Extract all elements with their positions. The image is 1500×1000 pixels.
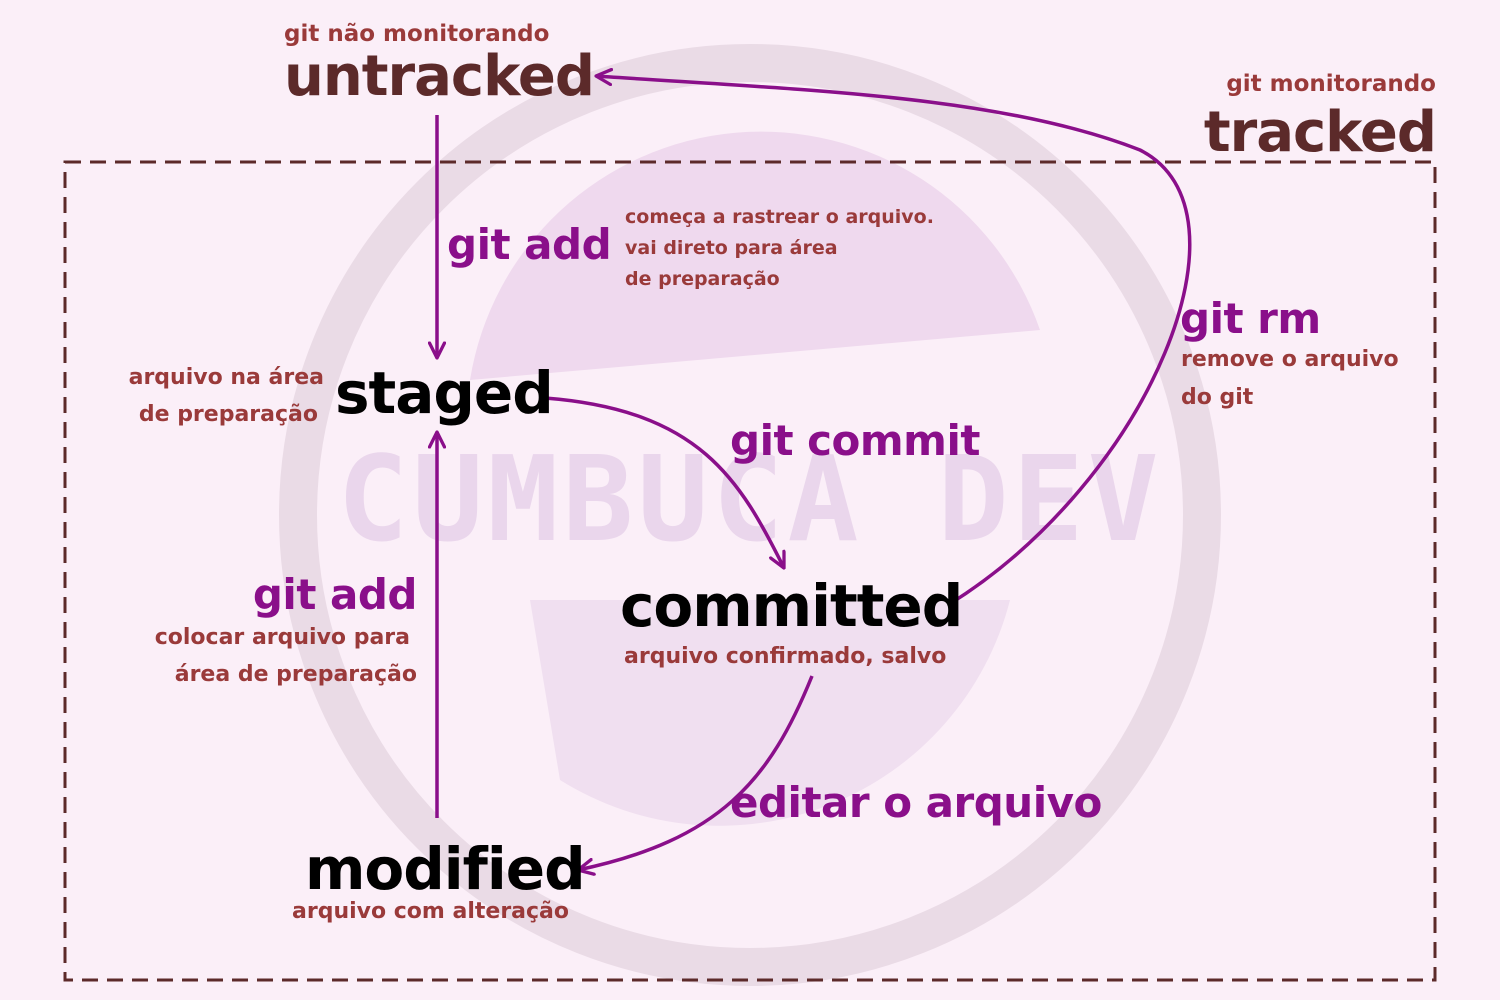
- arrow-staged-to-committed: [544, 396, 784, 568]
- git-add-top-label: git add: [447, 220, 612, 269]
- watermark-logo: CUMBUCA DEV: [279, 44, 1221, 986]
- git-add-left-label: git add: [252, 570, 418, 619]
- git-rm-note-1: remove o arquivo: [1181, 347, 1399, 372]
- git-add-top-note-1: começa a rastrear o arquivo.: [625, 206, 934, 228]
- tracked-area-box: [63, 160, 1437, 982]
- watermark-text: CUMBUCA DEV: [337, 430, 1162, 568]
- git-add-top-note-2: vai direto para área: [625, 237, 838, 259]
- staged-note-2: de preparação: [138, 402, 318, 427]
- committed-note: arquivo confirmado, salvo: [624, 644, 947, 669]
- git-add-top-note-3: de preparação: [625, 268, 780, 290]
- modified-note: arquivo com alteração: [292, 899, 570, 924]
- untracked-caption: git não monitorando: [284, 21, 550, 47]
- edit-file-label: editar o arquivo: [730, 778, 1102, 827]
- modified-title: modified: [305, 835, 586, 903]
- git-commit-label: git commit: [730, 416, 980, 465]
- arrow-committed-to-untracked: [596, 76, 1192, 607]
- git-rm-label: git rm: [1180, 294, 1321, 343]
- tracked-title: tracked: [1203, 100, 1437, 165]
- staged-title: staged: [335, 359, 554, 427]
- untracked-title: untracked: [284, 44, 595, 109]
- git-rm-note-2: do git: [1181, 385, 1254, 410]
- tracked-caption: git monitorando: [1226, 71, 1436, 97]
- git-add-left-note-2: área de preparação: [174, 662, 417, 687]
- staged-note-1: arquivo na área: [128, 365, 324, 390]
- arrow-committed-to-modified: [578, 675, 814, 870]
- git-add-left-note-1: colocar arquivo para: [154, 625, 410, 650]
- committed-title: committed: [620, 572, 963, 640]
